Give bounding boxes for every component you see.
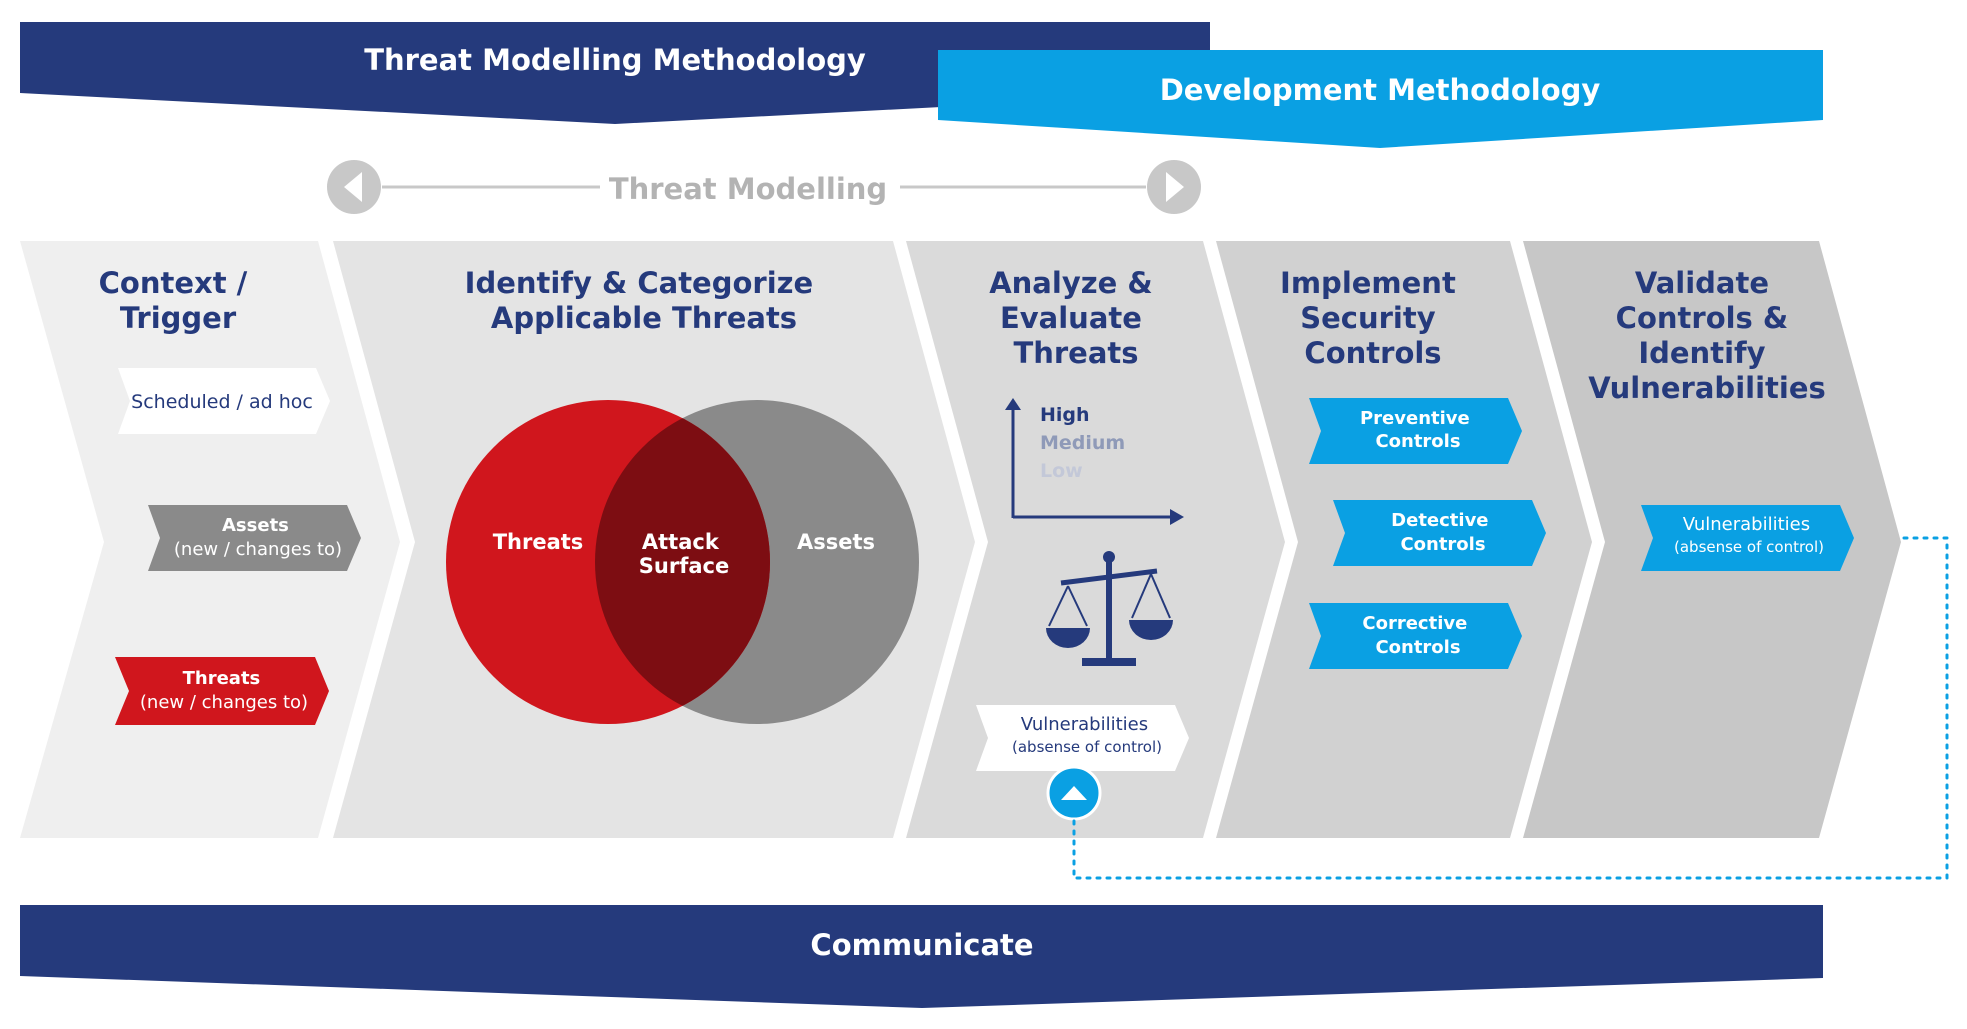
analyze-vulnerabilities-text: Vulnerabilities (absense of control): [1012, 714, 1162, 756]
preventive-controls-text: Preventive Controls: [1360, 408, 1476, 452]
venn-assets-label: Assets: [797, 530, 875, 554]
axis-arrow-up: [1005, 398, 1021, 410]
stage-context-title: Context / Trigger: [99, 266, 258, 335]
corrective-controls-tag: [1309, 603, 1522, 669]
development-methodology-title: Development Methodology: [1160, 73, 1601, 107]
communicate-banner: [20, 905, 1823, 1008]
threats-tag-text: Threats (new / changes to): [140, 668, 308, 713]
threat-modelling-label: Threat Modelling: [609, 172, 887, 206]
scheduled-label: Scheduled / ad hoc: [131, 391, 313, 413]
feedback-loop-line: [1072, 536, 1949, 880]
venn-overlap-label: Attack Surface: [639, 530, 729, 578]
detective-controls-tag: [1333, 500, 1546, 566]
stage-analyze-chevron: [906, 241, 1285, 838]
venn-threats-label: Threats: [493, 530, 584, 554]
risk-level-low: Low: [1040, 460, 1083, 482]
chevron-right-glyph: [1166, 172, 1184, 202]
scheduled-tag: [118, 368, 330, 434]
risk-level-high: High: [1040, 404, 1090, 426]
assets-tag-text: Assets (new / changes to): [174, 515, 342, 560]
axis-arrow-right: [1170, 509, 1184, 525]
validate-vulnerabilities-text: Vulnerabilities (absense of control): [1674, 514, 1824, 556]
detective-controls-text: Detective Controls: [1391, 510, 1495, 555]
risk-level-medium: Medium: [1040, 432, 1125, 454]
threat-modelling-nav: Threat Modelling: [327, 160, 1201, 214]
threat-methodology-banner: [20, 22, 1210, 124]
stage-analyze-title: Analyze & Evaluate Threats: [989, 266, 1163, 370]
communicate-title: Communicate: [810, 928, 1033, 962]
stage-identify-title: Identify & Categorize Applicable Threats: [465, 266, 824, 335]
validate-vulnerabilities-tag: [1641, 505, 1854, 571]
risk-axes: [1005, 398, 1184, 525]
stage-implement-title: Implement Security Controls: [1280, 266, 1466, 370]
preventive-controls-tag: [1309, 398, 1522, 464]
threats-tag: [115, 657, 329, 725]
triangle-up-icon: [1061, 786, 1087, 800]
stage-validate-title: Validate Controls & Identify Vulnerabili…: [1588, 266, 1826, 405]
threat-methodology-title: Threat Modelling Methodology: [364, 43, 866, 77]
analyze-vulnerabilities-tag: [976, 705, 1189, 771]
chevron-left-glyph: [344, 172, 362, 202]
balance-scale-icon: [1046, 551, 1173, 666]
development-methodology-banner: [938, 50, 1823, 148]
assets-tag: [148, 505, 361, 571]
corrective-controls-text: Corrective Controls: [1362, 613, 1473, 658]
venn-attack-surface: [595, 400, 770, 724]
